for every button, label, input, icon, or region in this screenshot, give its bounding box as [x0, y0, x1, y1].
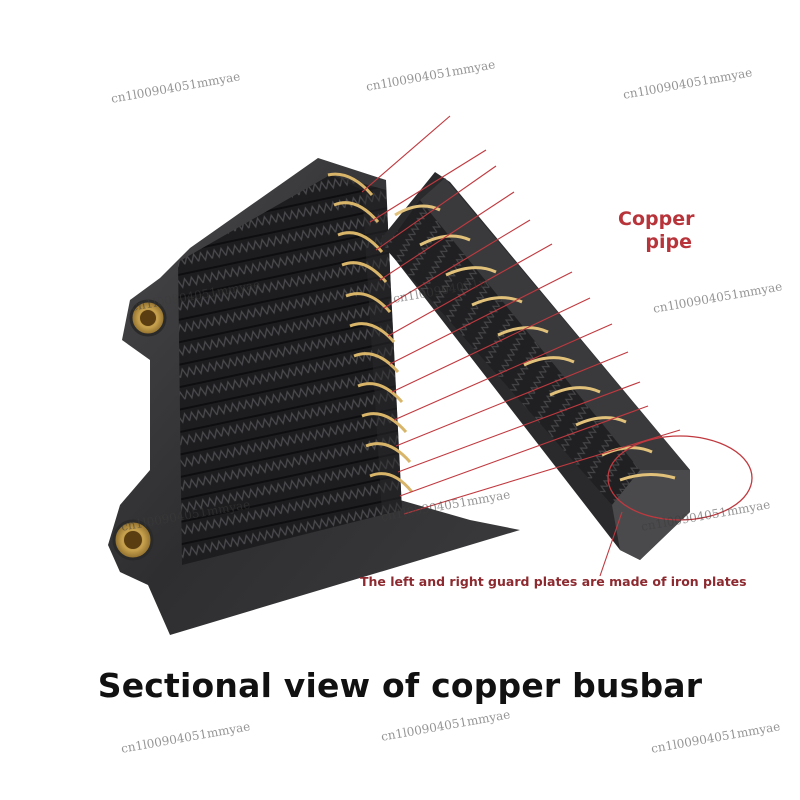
copper-pipe-label-line2: pipe	[645, 231, 692, 253]
guard-plate-highlight	[607, 435, 753, 521]
iron-plates-label: The left and right guard plates are made…	[360, 574, 747, 589]
copper-pipe-label-line1: Copper	[618, 208, 695, 230]
copper-tube-ends-left	[327, 172, 414, 493]
left-radiator-half	[108, 158, 520, 635]
annotation-lines	[361, 115, 681, 577]
caption-title: Sectional view of copper busbar	[97, 666, 703, 705]
copper-tube-ends-right	[394, 204, 676, 482]
copper-pipe-label: Copper pipe	[618, 208, 695, 254]
